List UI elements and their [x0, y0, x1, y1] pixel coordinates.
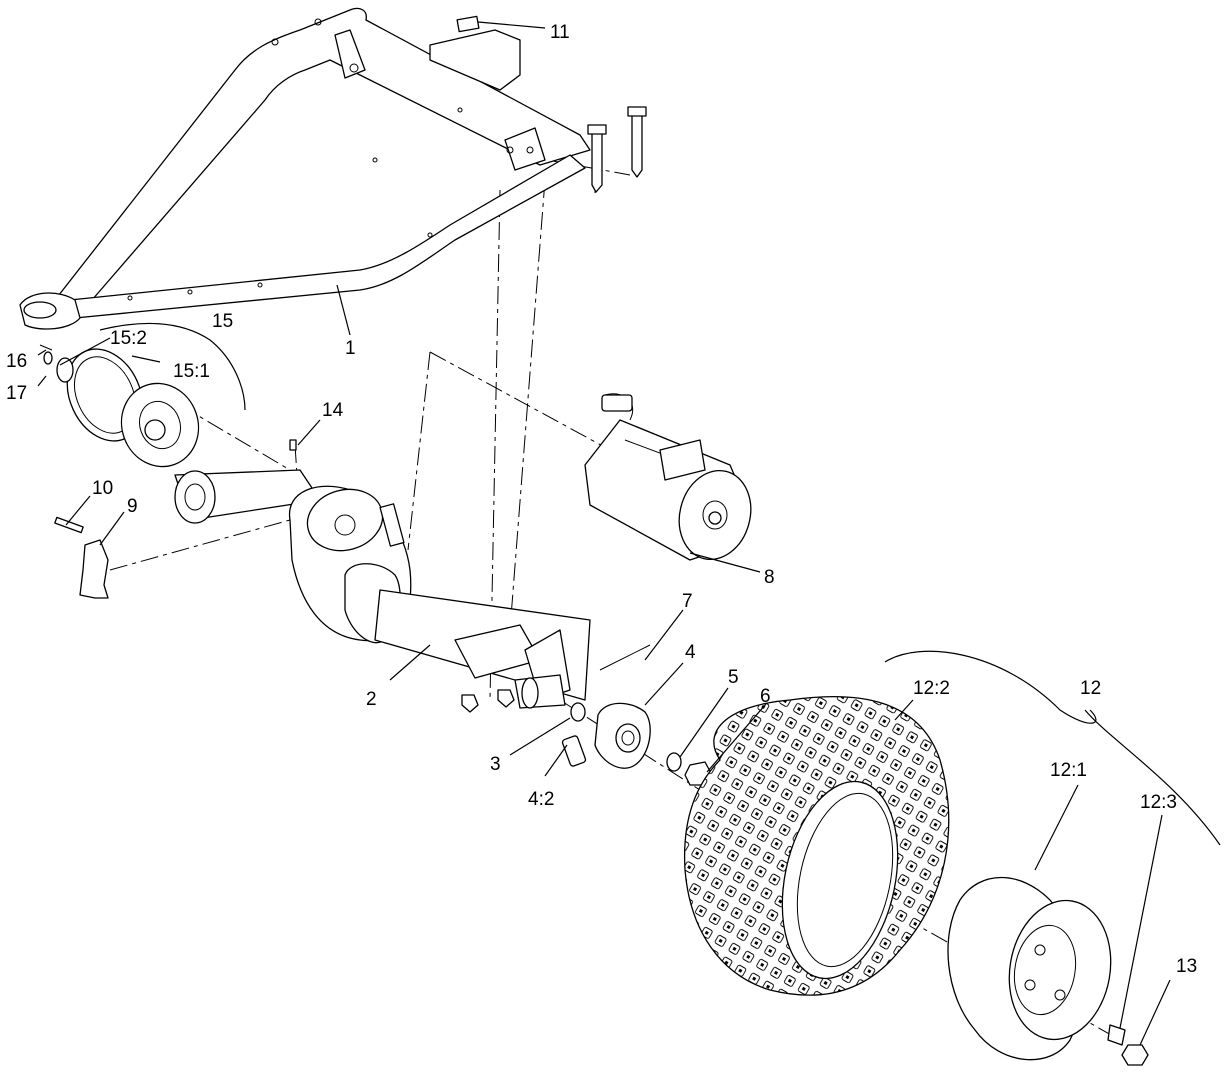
callout-12-2: 12:2 [913, 678, 950, 699]
callout-15: 15 [212, 311, 233, 332]
bracket-and-bolt [54, 516, 109, 599]
leader-lines [37, 21, 1221, 1046]
callout-2: 2 [366, 689, 377, 710]
tire [683, 695, 950, 996]
callout-1: 1 [345, 338, 356, 359]
callout-4-2: 4:2 [528, 789, 554, 810]
callout-6: 6 [760, 686, 771, 707]
callout-12: 12 [1080, 678, 1101, 699]
callout-12-3: 12:3 [1140, 792, 1177, 813]
transaxle [174, 469, 591, 713]
callout-3: 3 [490, 754, 501, 775]
key-part [289, 439, 297, 451]
callout-11: 11 [550, 22, 570, 43]
rim [947, 877, 1149, 1066]
a-frame-tongue [19, 7, 647, 330]
callout-10: 10 [92, 478, 113, 499]
electric-motor [584, 393, 752, 561]
callout-4: 4 [685, 642, 696, 663]
callout-labels: 11 1 15 15:2 15:1 16 17 14 10 9 8 7 4 5 … [6, 22, 1197, 977]
callout-7: 7 [682, 591, 693, 612]
callout-8: 8 [764, 567, 775, 588]
hub-hardware [561, 644, 713, 786]
callout-16: 16 [6, 351, 27, 372]
brake-assembly [39, 344, 200, 468]
callout-14: 14 [322, 400, 344, 421]
callout-17: 17 [6, 383, 27, 404]
callout-12-1: 12:1 [1050, 760, 1087, 781]
callout-15-1: 15:1 [173, 361, 210, 382]
callout-15-2: 15:2 [110, 328, 147, 349]
callout-13: 13 [1176, 956, 1197, 977]
callout-9: 9 [127, 496, 138, 517]
callout-5: 5 [728, 667, 739, 688]
